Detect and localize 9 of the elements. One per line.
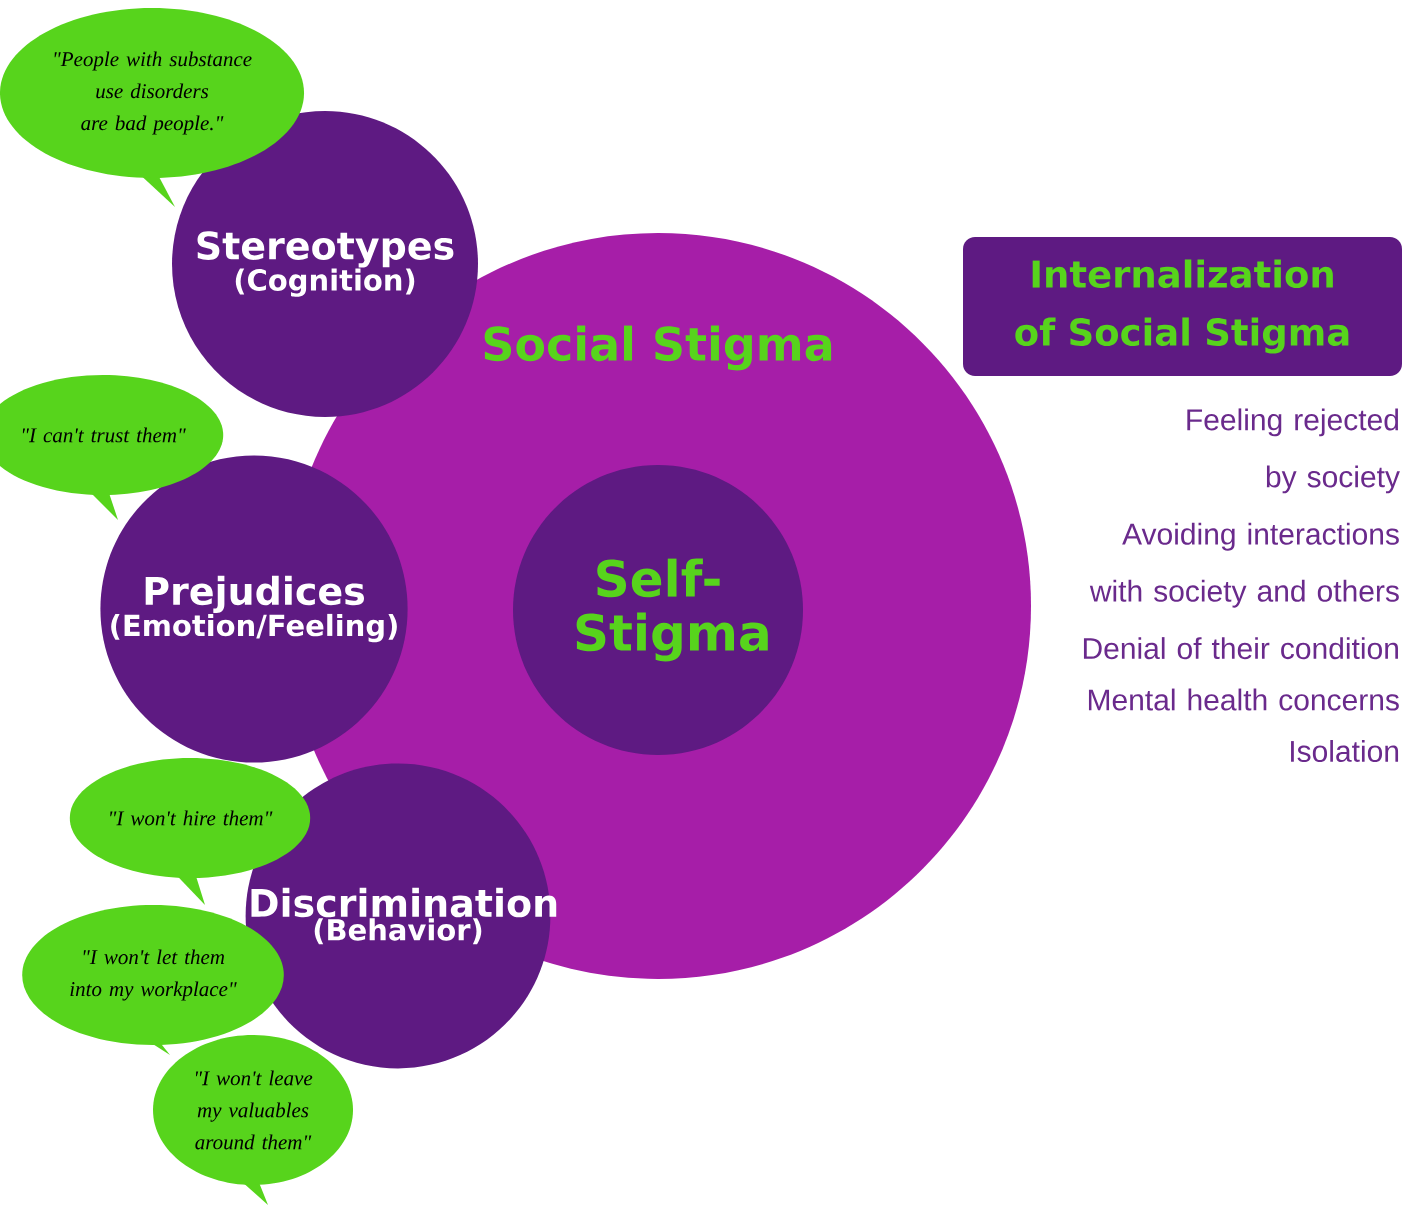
list-item: Denial of their condition	[1083, 637, 1398, 660]
list-item: Feeling rejected by society	[1187, 408, 1400, 494]
speech-bubble: "I can't trust them"	[0, 375, 224, 520]
speech-bubble: "I won't leave my valuables around them"	[153, 1035, 353, 1205]
list-item: Mental health concerns	[1088, 688, 1399, 711]
list-item: Isolation	[1291, 740, 1399, 763]
speech-bubble: "People with substance use disorders are bad people."	[0, 8, 305, 207]
list-item: Avoiding interactions with society and others	[1089, 522, 1399, 608]
title-box: Internalization of Social Stigma	[963, 237, 1402, 376]
